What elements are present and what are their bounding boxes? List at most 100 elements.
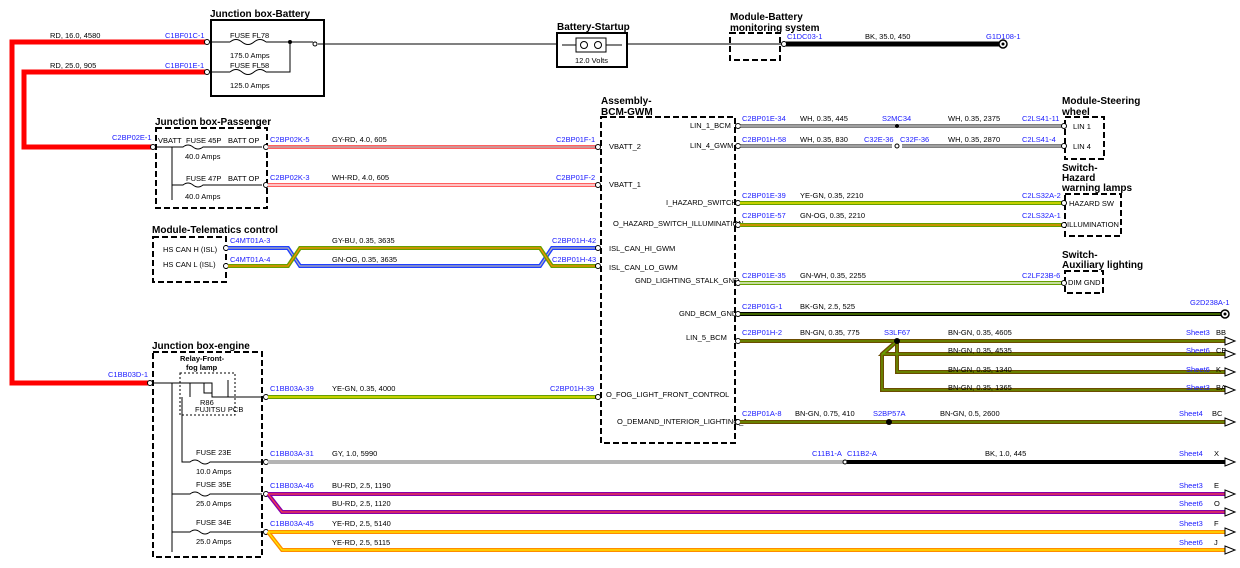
svg-text:BN-GN, 0.35, 1365: BN-GN, 0.35, 1365 xyxy=(948,383,1012,392)
svg-text:LIN 1: LIN 1 xyxy=(1073,122,1091,131)
svg-text:125.0 Amps: 125.0 Amps xyxy=(230,81,270,90)
svg-text:O_FOG_LIGHT_FRONT_CONTROL: O_FOG_LIGHT_FRONT_CONTROL xyxy=(606,390,729,399)
svg-text:Sheet3: Sheet3 xyxy=(1179,481,1203,490)
svg-text:C4MT01A-4: C4MT01A-4 xyxy=(230,255,270,264)
svg-text:RD, 25.0, 905: RD, 25.0, 905 xyxy=(50,61,96,70)
svg-text:HS CAN L (ISL): HS CAN L (ISL) xyxy=(163,260,216,269)
svg-text:BN-GN, 0.5, 2600: BN-GN, 0.5, 2600 xyxy=(940,409,1000,418)
svg-text:C2BP01H-42: C2BP01H-42 xyxy=(552,236,596,245)
svg-text:FUSE FL78: FUSE FL78 xyxy=(230,31,269,40)
svg-text:C2BP01F-2: C2BP01F-2 xyxy=(556,173,595,182)
svg-text:C2BP02E-1: C2BP02E-1 xyxy=(112,133,152,142)
svg-text:FUSE 47P: FUSE 47P xyxy=(186,174,221,183)
svg-text:BATT OP: BATT OP xyxy=(228,174,259,183)
svg-text:HAZARD SW: HAZARD SW xyxy=(1069,199,1115,208)
svg-text:C1BF01C-1: C1BF01C-1 xyxy=(165,31,205,40)
junction-box-engine: Junction box-engine C1BB03D-1 Relay-Fron… xyxy=(108,341,269,558)
svg-text:C1BF01E-1: C1BF01E-1 xyxy=(165,61,204,70)
svg-text:S2MC34: S2MC34 xyxy=(882,114,911,123)
svg-text:BN-GN, 0.35, 4535: BN-GN, 0.35, 4535 xyxy=(948,346,1012,355)
svg-text:C2BP02K-5: C2BP02K-5 xyxy=(270,135,310,144)
svg-text:C2BP01H-2: C2BP01H-2 xyxy=(742,328,782,337)
svg-text:C2BP01E-35: C2BP01E-35 xyxy=(742,271,786,280)
svg-text:monitoring system: monitoring system xyxy=(730,23,820,34)
svg-text:C2BP02K-3: C2BP02K-3 xyxy=(270,173,310,182)
svg-text:GY, 1.0, 5990: GY, 1.0, 5990 xyxy=(332,449,377,458)
svg-text:C1BB03A-46: C1BB03A-46 xyxy=(270,481,314,490)
svg-text:Hazard: Hazard xyxy=(1062,173,1095,184)
sheet-arrows xyxy=(1224,336,1237,555)
svg-text:ISL_CAN_LO_GWM: ISL_CAN_LO_GWM xyxy=(609,263,678,272)
svg-text:GN-OG, 0.35, 3635: GN-OG, 0.35, 3635 xyxy=(332,255,397,264)
svg-text:BB: BB xyxy=(1216,328,1226,337)
svg-text:LIN_1_BCM: LIN_1_BCM xyxy=(690,121,731,130)
svg-text:BN-GN, 0.35, 775: BN-GN, 0.35, 775 xyxy=(800,328,860,337)
svg-text:BK, 1.0, 445: BK, 1.0, 445 xyxy=(985,449,1026,458)
svg-text:J: J xyxy=(1214,538,1218,547)
svg-text:R86: R86 xyxy=(200,398,214,407)
svg-text:WH-RD, 4.0, 605: WH-RD, 4.0, 605 xyxy=(332,173,389,182)
svg-text:175.0 Amps: 175.0 Amps xyxy=(230,51,270,60)
svg-text:ILLUMINATION: ILLUMINATION xyxy=(1067,220,1119,229)
steering-wheel-module: Module-Steering wheel LIN 1 LIN 4 xyxy=(1061,96,1140,160)
svg-text:BA: BA xyxy=(1216,383,1226,392)
svg-text:40.0 Amps: 40.0 Amps xyxy=(185,192,221,201)
svg-text:warning lamps: warning lamps xyxy=(1061,183,1132,194)
svg-text:Sheet6: Sheet6 xyxy=(1179,538,1203,547)
svg-text:RD, 16.0, 4580: RD, 16.0, 4580 xyxy=(50,31,100,40)
bcm-ground-wire: C2BP01G-1 BK-GN, 2.5, 525 G2D238A-1 xyxy=(740,298,1230,319)
svg-text:BN-GN, 0.75, 410: BN-GN, 0.75, 410 xyxy=(795,409,855,418)
svg-text:C2BP01E-57: C2BP01E-57 xyxy=(742,211,786,220)
svg-text:BN-GN, 0.35, 1340: BN-GN, 0.35, 1340 xyxy=(948,365,1012,374)
svg-text:C2BP01E-39: C2BP01E-39 xyxy=(742,191,786,200)
svg-text:C2BP01H-39: C2BP01H-39 xyxy=(550,384,594,393)
svg-text:C2BP01H-58: C2BP01H-58 xyxy=(742,135,786,144)
svg-text:C2LS41-11: C2LS41-11 xyxy=(1022,114,1059,123)
svg-text:DIM GND: DIM GND xyxy=(1068,278,1101,287)
svg-text:Relay-Front-: Relay-Front- xyxy=(180,354,225,363)
svg-text:C1BB03D-1: C1BB03D-1 xyxy=(108,370,148,379)
svg-text:Module-Battery: Module-Battery xyxy=(730,12,803,23)
svg-text:O_HAZARD_SWITCH_ILLUMINATION: O_HAZARD_SWITCH_ILLUMINATION xyxy=(613,219,744,228)
svg-text:GN-OG, 0.35, 2210: GN-OG, 0.35, 2210 xyxy=(800,211,865,220)
svg-text:FUSE FL58: FUSE FL58 xyxy=(230,61,269,70)
lin-wires: C2BP01E-34 WH, 0.35, 445 S2MC34 WH, 0.35… xyxy=(740,114,1062,149)
svg-text:Sheet6: Sheet6 xyxy=(1179,499,1203,508)
svg-text:LIN_4_GWM: LIN_4_GWM xyxy=(690,141,733,150)
junction-box-passenger: Junction box-Passenger C2BP02E-1 VBATT F… xyxy=(112,117,271,209)
svg-text:BN-GN, 0.35, 4605: BN-GN, 0.35, 4605 xyxy=(948,328,1012,337)
svg-text:Junction box-Passenger: Junction box-Passenger xyxy=(155,117,271,128)
svg-text:Sheet6: Sheet6 xyxy=(1186,346,1210,355)
battery-feed-wires xyxy=(9,39,207,386)
svg-text:CB: CB xyxy=(1216,346,1226,355)
battery-monitoring-module: Module-Battery monitoring system C1DC03-… xyxy=(729,12,1021,61)
svg-text:C2LS32A-2: C2LS32A-2 xyxy=(1022,191,1061,200)
svg-text:C2BP01H-43: C2BP01H-43 xyxy=(552,255,596,264)
svg-text:WH, 0.35, 830: WH, 0.35, 830 xyxy=(800,135,848,144)
svg-text:12.0 Volts: 12.0 Volts xyxy=(575,56,608,65)
svg-text:FUSE 45P: FUSE 45P xyxy=(186,136,221,145)
svg-text:BC: BC xyxy=(1212,409,1223,418)
svg-text:10.0 Amps: 10.0 Amps xyxy=(196,467,232,476)
svg-text:C1BB03A-31: C1BB03A-31 xyxy=(270,449,314,458)
can-wires: C4MT01A-3 GY-BU, 0.35, 3635 C2BP01H-42 C… xyxy=(228,236,598,268)
engine-feed-wires: C1BB03A-31 GY, 1.0, 5990 C11B1-A C11B2-A… xyxy=(266,449,1225,552)
hazard-wires: C2BP01E-39 YE-GN, 0.35, 2210 C2LS32A-2 C… xyxy=(740,191,1062,227)
lin5-wires: C2BP01H-2 BN-GN, 0.35, 775 S3LF67 BN-GN,… xyxy=(740,328,1226,392)
svg-text:F: F xyxy=(1214,519,1219,528)
svg-text:K: K xyxy=(1216,365,1221,374)
svg-text:C2LS32A-1: C2LS32A-1 xyxy=(1022,211,1061,220)
svg-text:FUSE 23E: FUSE 23E xyxy=(196,448,231,457)
svg-text:Auxiliary lighting: Auxiliary lighting xyxy=(1062,260,1143,271)
svg-text:C4MT01A-3: C4MT01A-3 xyxy=(230,236,270,245)
svg-text:Sheet6: Sheet6 xyxy=(1186,365,1210,374)
svg-text:WH, 0.35, 2375: WH, 0.35, 2375 xyxy=(948,114,1000,123)
svg-text:I_HAZARD_SWITCH: I_HAZARD_SWITCH xyxy=(666,198,737,207)
svg-text:YE-GN, 0.35, 2210: YE-GN, 0.35, 2210 xyxy=(800,191,863,200)
svg-text:Battery-Startup: Battery-Startup xyxy=(557,22,630,33)
svg-text:Sheet3: Sheet3 xyxy=(1179,519,1203,528)
svg-text:BK, 35.0, 450: BK, 35.0, 450 xyxy=(865,32,910,41)
svg-text:C1BB03A-45: C1BB03A-45 xyxy=(270,519,314,528)
svg-text:BCM-GWM: BCM-GWM xyxy=(601,107,653,118)
